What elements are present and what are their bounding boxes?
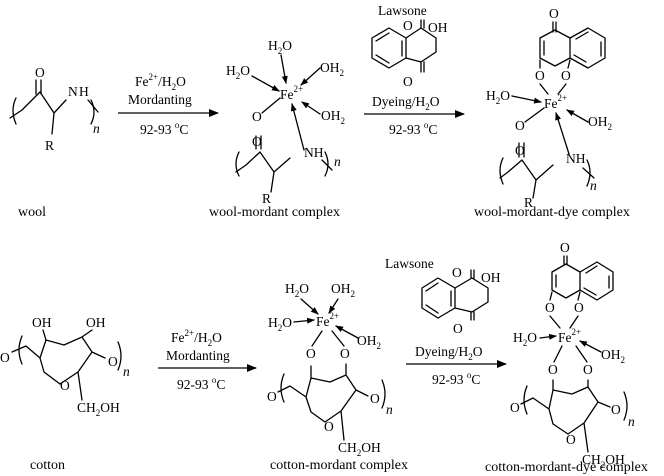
wool-mordant-dye-complex: O O O H2O Fe2+ OH2 O O NH R n [486,6,612,210]
wool-n: N [68,84,78,99]
svg-text:OH: OH [86,315,106,330]
svg-text:O: O [324,419,334,434]
svg-text:O: O [370,391,380,406]
row2-lawsone-structure: Lawsone O OH O [385,256,501,336]
cotton-mordant-complex: H2O OH2 H2O Fe2+ OH2 O O O O O n CH2OH [267,281,393,458]
wool-r: R [45,138,54,153]
svg-text:n: n [386,402,393,417]
svg-text:R: R [262,191,271,206]
svg-text:O: O [403,18,413,33]
svg-text:O: O [108,354,118,369]
svg-text:H2O: H2O [268,38,292,56]
svg-text:OH: OH [428,20,448,35]
row1-step1-conditions: Fe2+/H2O Mordanting 92-93 oC [118,72,219,137]
svg-text:CH2OH: CH2OH [582,452,625,470]
wool-mordant-complex: H2O H2O OH2 Fe2+ OH2 O O NH R n [226,38,345,206]
svg-text:CH2OH: CH2OH [77,400,120,418]
wool-structure: O N H R n [9,65,100,153]
svg-text:O: O [515,118,525,133]
row2-step1-process: Mordanting [166,348,230,363]
svg-text:O: O [0,350,10,365]
svg-text:O: O [566,432,576,447]
svg-text:O: O [611,402,621,417]
svg-text:OH2: OH2 [588,114,612,132]
svg-text:n: n [628,414,635,429]
svg-text:O: O [60,378,70,393]
svg-text:H2O: H2O [226,63,250,81]
row1-step1-process: Mordanting [128,92,192,107]
svg-text:O: O [548,362,558,377]
caption-cotton-mordant: cotton-mordant complex [270,458,408,473]
svg-text:O: O [340,346,350,361]
row2-step2-process: Dyeing/H2O [415,344,483,362]
svg-text:H2O: H2O [486,88,510,106]
wool-dye-fe: Fe2+ [544,93,567,111]
row1-lawsone-structure: Lawsone O OH O [371,3,448,89]
caption-cotton: cotton [30,458,65,473]
svg-text:O: O [510,400,520,415]
svg-text:OH: OH [481,270,501,285]
svg-text:O: O [574,300,584,315]
svg-text:NH: NH [304,145,324,160]
cotton-mordant-dye-complex: O O O H2O Fe2+ OH2 O O O O O n CH2OH [510,240,635,470]
svg-text:O: O [252,109,262,124]
row2-step2-conditions: Dyeing/H2O 92-93 oC [406,344,507,387]
wool-h: H [79,84,89,99]
svg-text:H2O: H2O [513,330,537,348]
svg-text:NH: NH [566,151,586,166]
caption-wool-mordant: wool-mordant complex [209,205,340,220]
svg-text:O: O [583,362,593,377]
svg-text:O: O [452,265,462,280]
svg-text:OH2: OH2 [601,347,625,365]
row1-step1-temp: 92-93 oC [140,120,188,137]
wool-carbonyl-o: O [35,65,45,80]
cotton-structure: OH OH O O O n CH2OH [0,315,130,418]
svg-text:n: n [123,364,130,379]
caption-wool: wool [18,205,46,220]
svg-text:OH2: OH2 [331,281,355,299]
svg-text:H2O: H2O [268,315,292,333]
svg-text:n: n [590,178,597,193]
svg-text:O: O [560,240,570,255]
svg-text:OH2: OH2 [321,108,345,126]
svg-text:O: O [545,300,555,315]
cotton-mordant-fe: Fe2+ [316,311,339,329]
row1-step2-process: Dyeing/H2O [372,94,440,112]
svg-text:OH2: OH2 [320,60,344,78]
row2-step1-reagent: Fe2+/H2O [171,328,222,348]
svg-text:O: O [252,134,262,149]
svg-text:n: n [334,154,341,169]
svg-text:R: R [524,195,533,210]
svg-text:O: O [561,68,571,83]
svg-text:OH2: OH2 [357,333,381,351]
cotton-dye-fe: Fe2+ [558,327,581,345]
svg-text:O: O [515,143,525,158]
row2-step1-temp: 92-93 oC [177,375,225,392]
svg-text:O: O [267,389,277,404]
svg-text:CH2OH: CH2OH [338,440,381,458]
row1-dye-name: Lawsone [378,3,427,18]
row2-step1-conditions: Fe2+/H2O Mordanting 92-93 oC [158,328,257,392]
row2-step2-temp: 92-93 oC [432,370,480,387]
caption-wool-mordant-dye: wool-mordant-dye complex [474,205,630,220]
svg-text:H2O: H2O [285,281,309,299]
svg-text:O: O [535,68,545,83]
svg-text:O: O [549,6,559,21]
svg-text:O: O [403,74,413,89]
row2-dye-name: Lawsone [385,256,434,271]
row1-step1-reagent: Fe2+/H2O [135,72,186,92]
row1-step2-conditions: Dyeing/H2O 92-93 oC [364,94,465,137]
row1-step2-temp: 92-93 oC [389,120,437,137]
svg-text:OH: OH [32,315,52,330]
wool-n-subscript: n [93,121,100,136]
svg-text:O: O [306,346,316,361]
caption-cotton-mordant-dye: cotton-mordant-dye complex [485,460,648,475]
svg-text:O: O [453,321,463,336]
wool-mordant-fe: Fe2+ [280,84,303,102]
